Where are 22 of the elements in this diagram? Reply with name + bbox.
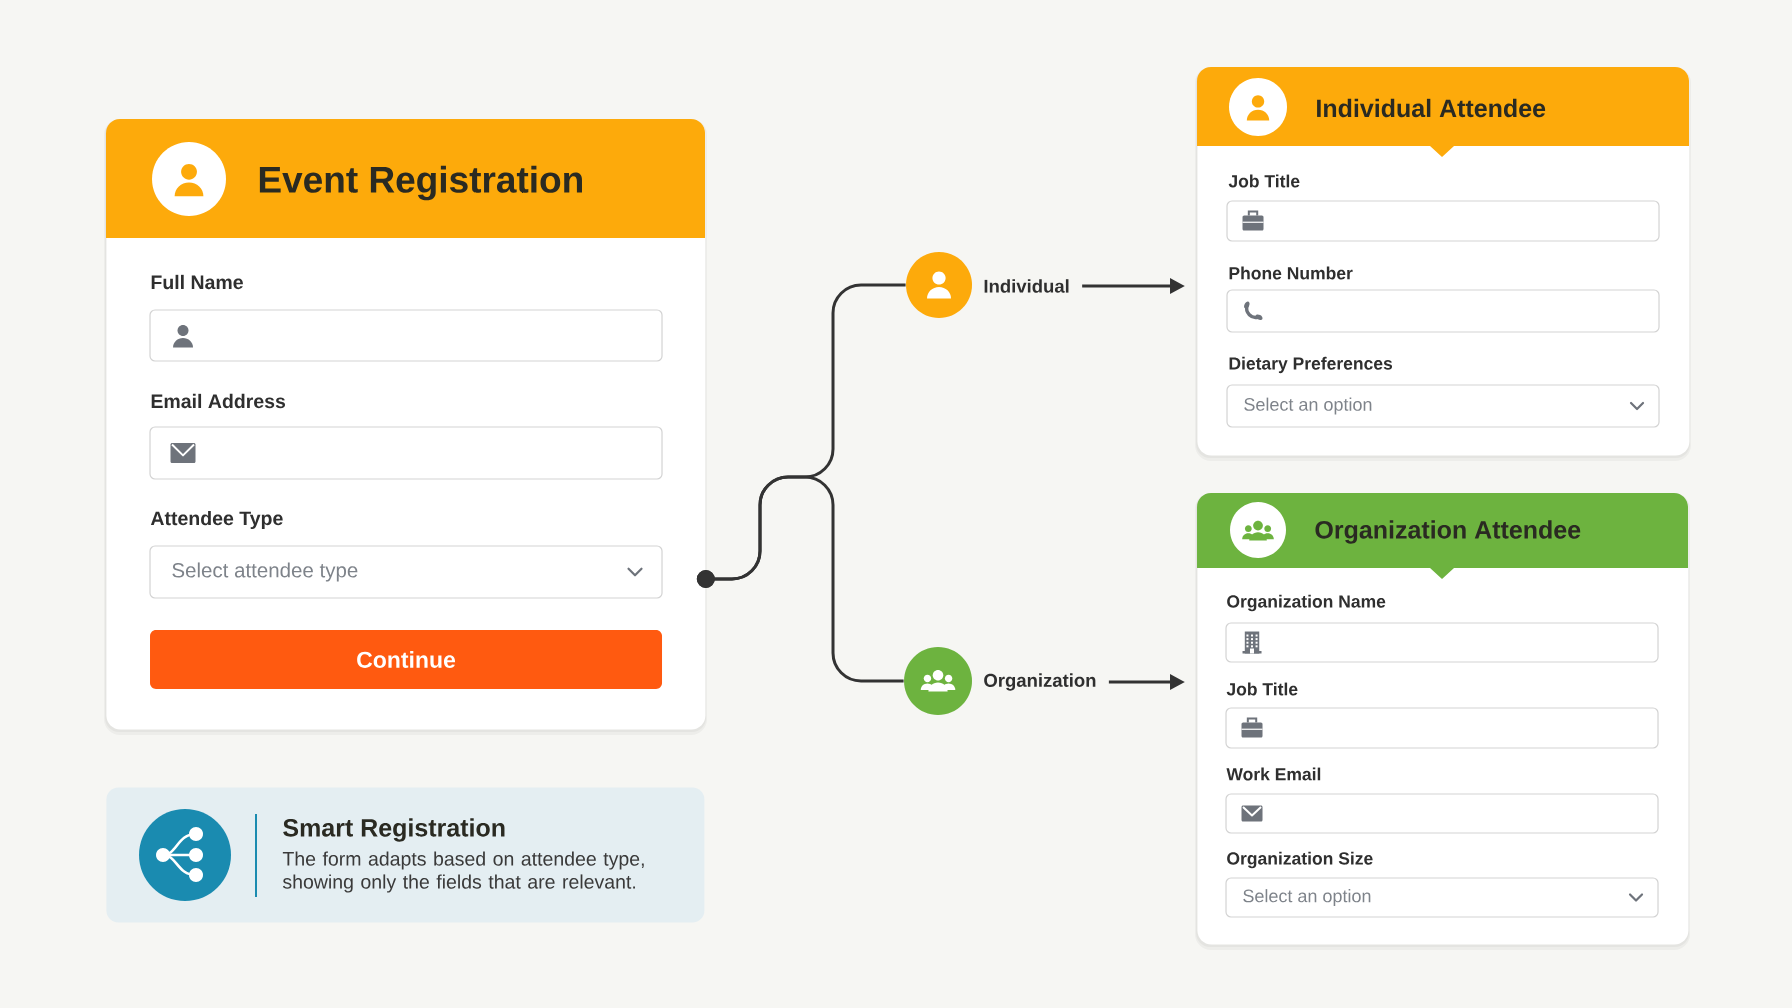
field-label: Email Address — [151, 393, 286, 409]
dropdown-field: Select attendee type — [149, 545, 663, 599]
field-label: Organization Name — [1227, 594, 1386, 612]
branch-label: Individual — [984, 279, 1069, 293]
dropdown-field: Select an option — [1225, 877, 1659, 918]
connector-line — [696, 475, 904, 683]
branch-label: Organization — [984, 673, 1096, 691]
field-label: Full Name — [151, 274, 243, 290]
field-label: Dietary Preferences — [1229, 356, 1393, 374]
dropdown-field: Select an option — [1226, 384, 1660, 428]
card-title: Individual Attendee — [1317, 98, 1546, 118]
field-label: Attendee Type — [150, 510, 283, 530]
field-label: Phone Number — [1229, 266, 1353, 280]
info-title: Smart Registration — [283, 818, 505, 842]
submit-button: Continue — [150, 630, 662, 689]
field-label: Work Email — [1226, 767, 1321, 781]
card-title: Event Registration — [259, 165, 582, 201]
field-label: Job Title — [1226, 682, 1298, 696]
info-text: The form adapts based on attendee type, showing only the fields that are relevant. — [282, 851, 644, 893]
card-title: Organization Attendee — [1315, 520, 1581, 544]
field-label: Organization Size — [1227, 851, 1373, 869]
field-label: Job Title — [1228, 174, 1300, 188]
